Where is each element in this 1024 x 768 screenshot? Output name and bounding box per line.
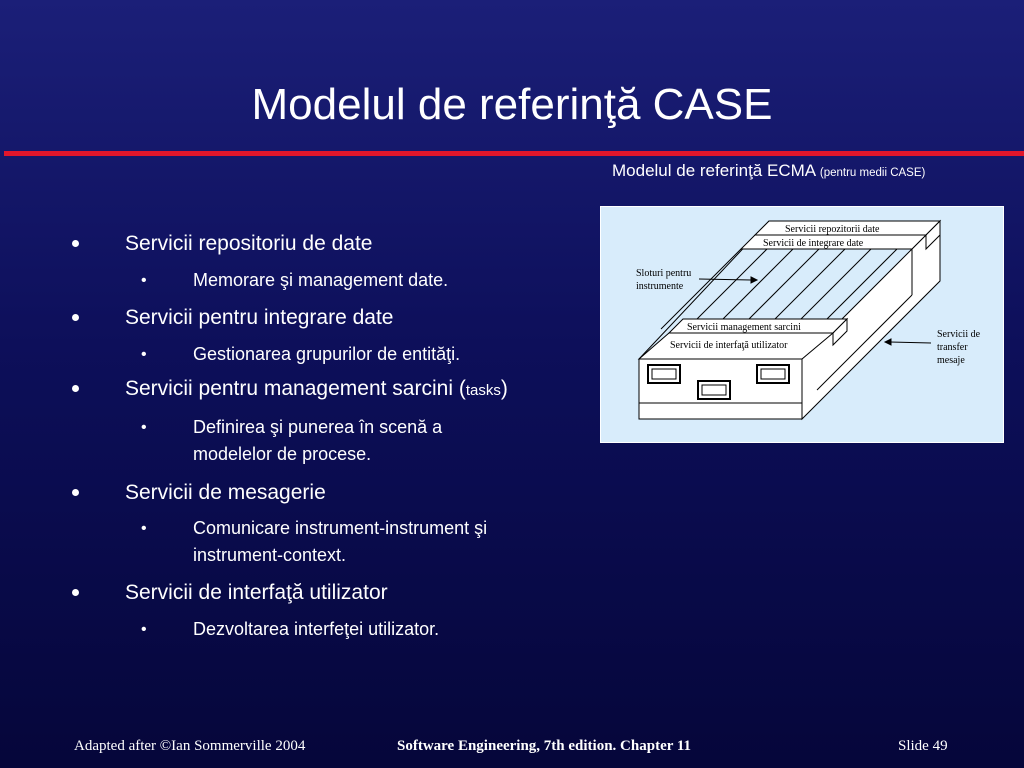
sub-bullet-continuation: modelelor de procese. — [193, 441, 371, 468]
bullet-dot — [72, 240, 79, 247]
figure-caption-note: (pentru medii CASE) — [819, 167, 926, 179]
transfer-arrow — [889, 341, 932, 344]
transfer-label-line2: transfer — [937, 342, 968, 353]
bullet-text: Servicii pentru management sarcini ( — [125, 377, 466, 400]
repo-services-label: Servicii repozitorii date — [785, 224, 880, 235]
bullet-text: Servicii repositoriu de date — [125, 232, 373, 255]
bullet-text-end: ) — [500, 377, 508, 400]
sub-bullet-continuation: instrument-context. — [193, 542, 346, 569]
sub-bullet-text: instrument-context. — [193, 545, 347, 565]
title-divider — [4, 151, 1024, 156]
sub-bullet-text: modelelor de procese. — [193, 444, 372, 464]
slots-arrow — [698, 278, 752, 281]
bullet-item: Servicii de interfaţă utilizator — [72, 580, 388, 605]
sub-bullet-dot: • — [141, 621, 147, 638]
sub-bullet-item: • Comunicare instrument-instrument şi — [141, 515, 488, 542]
ui-services-label: Servicii de interfaţă utilizator — [670, 340, 788, 351]
bullet-dot — [72, 385, 79, 392]
sub-bullet-text: Gestionarea grupurilor de entităţi. — [193, 344, 461, 364]
transfer-label-line1: Servicii de — [937, 329, 981, 340]
sub-bullet-item: • Dezvoltarea interfeţei utilizator. — [141, 616, 440, 643]
integration-services-label: Servicii de integrare date — [763, 238, 864, 249]
ecma-model-diagram: Servicii repozitorii date Servicii de in… — [600, 206, 1004, 443]
sub-bullet-item: • Definirea şi punerea în scenă a — [141, 414, 443, 441]
sub-bullet-dot: • — [141, 520, 147, 537]
sub-bullet-dot: • — [141, 419, 147, 436]
bullet-text-small: tasks — [465, 382, 501, 399]
sub-bullet-text: Comunicare instrument-instrument şi — [193, 518, 488, 538]
bullet-dot — [72, 589, 79, 596]
bullet-item: Servicii de mesagerie — [72, 480, 326, 505]
bullet-item: Servicii repositoriu de date — [72, 231, 373, 256]
slots-label-line2: instrumente — [636, 281, 684, 292]
bullet-text: Servicii de interfaţă utilizator — [125, 581, 388, 604]
bullet-item: Servicii pentru integrare date — [72, 305, 394, 330]
slots-label-line1: Sloturi pentru — [636, 268, 691, 279]
figure-caption-main: Modelul de referinţă ECMA — [612, 161, 816, 180]
ui-services-band — [637, 332, 835, 360]
sub-bullet-text: Definirea şi punerea în scenă a — [193, 417, 443, 437]
sub-bullet-text: Dezvoltarea interfeţei utilizator. — [193, 619, 440, 639]
transfer-label-line3: mesaje — [937, 355, 965, 366]
task-mgmt-label: Servicii management sarcini — [687, 322, 801, 333]
bullet-dot — [72, 314, 79, 321]
bullet-text: Servicii de mesagerie — [125, 481, 326, 504]
sub-bullet-dot: • — [141, 346, 147, 363]
figure-caption: Modelul de referinţă ECMA (pentru medii … — [612, 160, 925, 184]
tool-slots — [660, 248, 913, 391]
footer-book-title: Software Engineering, 7th edition. Chapt… — [397, 738, 692, 754]
bullet-text: Servicii pentru integrare date — [125, 306, 394, 329]
sub-bullet-item: • Memorare şi management date. — [141, 267, 449, 294]
bullet-dot — [72, 489, 79, 496]
slide-title: Modelul de referinţă CASE — [251, 80, 773, 129]
sub-bullet-text: Memorare şi management date. — [193, 270, 449, 290]
footer-credit: Adapted after ©Ian Sommerville 2004 — [74, 738, 306, 754]
bullet-item: Servicii pentru management sarcini (task… — [72, 376, 508, 403]
footer-slide-number: Slide 49 — [898, 738, 948, 754]
sub-bullet-dot: • — [141, 272, 147, 289]
sub-bullet-item: • Gestionarea grupurilor de entităţi. — [141, 341, 461, 368]
